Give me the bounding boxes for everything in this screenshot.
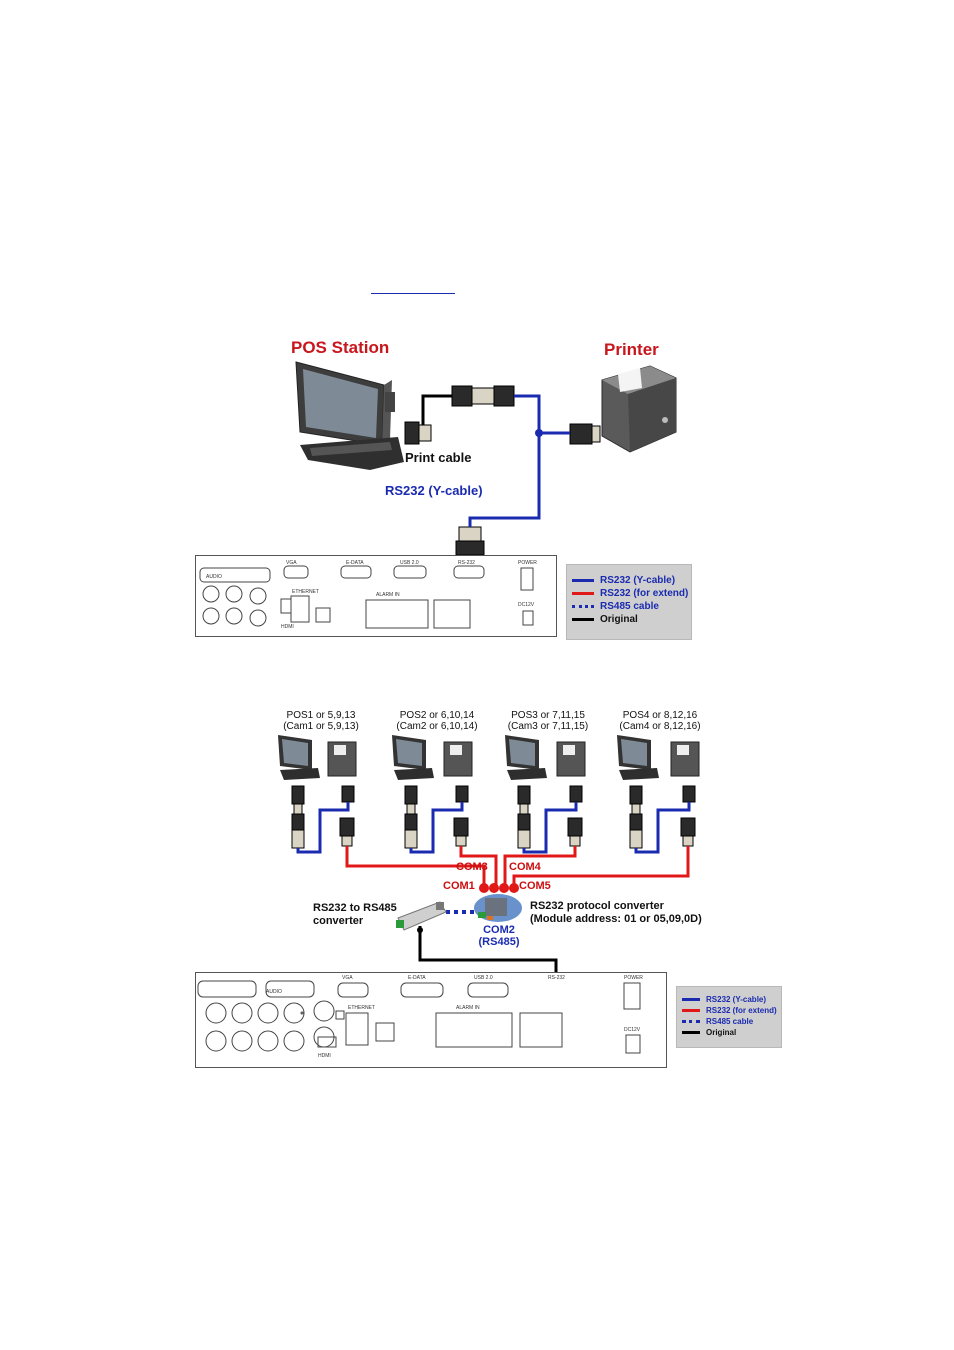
red-extend-cables: [345, 846, 690, 886]
com-port-dots: [479, 883, 519, 893]
panel2-audio-label: AUDIO: [266, 989, 282, 995]
com4-label: COM4: [509, 861, 541, 873]
panel1-dc-label: DC12V: [518, 602, 535, 608]
panel2-hdmi-label: HDMI: [318, 1053, 331, 1059]
pos-group-label-2: POS2 or 6,10,14(Cam2 or 6,10,14): [396, 710, 478, 732]
printer-icon-1: [327, 741, 357, 777]
legend2-item-ycable: RS232 (Y-cable): [682, 995, 766, 1004]
com5-label: COM5: [519, 880, 551, 892]
blue-ycables: [296, 802, 691, 854]
pos-terminal-icon-2: [392, 735, 434, 780]
panel2-graphics: AUDIO VGA E-DATA USB 2.0 RS-232 POWER ET…: [197, 975, 643, 1059]
panel1-ethernet-label: ETHERNET: [292, 589, 319, 595]
legend2-item-original: Original: [682, 1028, 736, 1037]
printer-title: Printer: [604, 340, 659, 359]
protocol-converter-label: RS232 protocol converter(Module address:…: [530, 900, 702, 925]
diagram-multi-pos: POS1 or 5,9,13(Cam1 or 5,9,13) POS2 or 6…: [0, 690, 954, 1090]
panel1-alarm-label: ALARM IN: [376, 592, 400, 598]
com2-label: COM2(RS485): [478, 924, 520, 948]
printer-icon-3: [556, 741, 586, 777]
diagram1-graphics: [295, 361, 677, 556]
pos-station-title: POS Station: [291, 338, 390, 357]
rs232-ycable-line: [468, 394, 541, 527]
pos-group-label-1: POS1 or 5,9,13(Cam1 or 5,9,13): [283, 710, 359, 732]
panel2-edata-label: E-DATA: [408, 975, 426, 981]
pos-terminal-icon-4: [617, 735, 659, 780]
panel2-ethernet-label: ETHERNET: [348, 1005, 375, 1011]
panel1-audio-label: AUDIO: [206, 574, 222, 580]
pos-terminal-icon-3: [505, 735, 547, 780]
rs485-converter-icon: [396, 901, 447, 931]
legend-diagram2: RS232 (Y-cable) RS232 (for extend) RS485…: [676, 986, 782, 1048]
legend-item-extend: RS232 (for extend): [572, 588, 688, 599]
pos-group-label-4: POS4 or 8,12,16(Cam4 or 8,12,16): [619, 710, 701, 732]
panel1-edata-label: E-DATA: [346, 560, 364, 566]
printer-icon: [601, 365, 677, 453]
printer-icon-4: [670, 741, 700, 777]
panel2-alarm-label: ALARM IN: [456, 1005, 480, 1011]
pos-terminal-icon: [295, 361, 404, 470]
protocol-converter-icon: [474, 894, 522, 922]
com1-label: COM1: [443, 880, 475, 892]
connector-stacks: [291, 785, 696, 849]
print-cable-label: Print cable: [405, 450, 472, 465]
pos-group-label-3: POS3 or 7,11,15(Cam3 or 7,11,15): [507, 710, 589, 732]
legend-item-original: Original: [572, 614, 638, 625]
y-junction-dot: [535, 429, 543, 437]
legend-diagram1: RS232 (Y-cable) RS232 (for extend) RS485…: [566, 564, 692, 640]
panel1-hdmi-label: HDMI: [281, 624, 294, 630]
panel2-usb-label: USB 2.0: [474, 975, 493, 981]
panel2-dc-label: DC12V: [624, 1027, 641, 1033]
panel1-rs232-label: RS-232: [458, 560, 475, 566]
print-cable-line: [421, 394, 456, 426]
diagram2-graphics: [278, 735, 700, 1031]
panel2-vga-label: VGA: [342, 975, 353, 981]
panel1-vga-label: VGA: [286, 560, 297, 566]
legend-item-rs485: RS485 cable: [572, 601, 659, 612]
legend-item-ycable: RS232 (Y-cable): [572, 575, 675, 586]
panel2-rs232-label: RS-232: [548, 975, 565, 981]
panel1-graphics: AUDIO VGA E-DATA USB 2.0 RS-232 POWER ET…: [199, 560, 537, 630]
underline-mark: [371, 293, 455, 294]
legend2-item-extend: RS232 (for extend): [682, 1006, 777, 1015]
dvr-rear-panel: AUDIO VGA E-DATA USB 2.0 RS-232 POWER ET…: [195, 555, 557, 637]
panel1-power-label: POWER: [518, 560, 537, 566]
printer-icon-2: [443, 741, 473, 777]
dvr-rear-panel-2: AUDIO VGA E-DATA USB 2.0 RS-232 POWER ET…: [195, 972, 667, 1068]
rs232-ycable-label: RS232 (Y-cable): [385, 483, 483, 498]
legend2-item-rs485: RS485 cable: [682, 1017, 753, 1026]
panel1-usb-label: USB 2.0: [400, 560, 419, 566]
panel2-power-label: POWER: [624, 975, 643, 981]
diagram-pos-printer: POS Station Printer: [0, 0, 954, 660]
pos-terminal-icon-1: [278, 735, 320, 780]
com3-label: COM3: [456, 861, 488, 873]
